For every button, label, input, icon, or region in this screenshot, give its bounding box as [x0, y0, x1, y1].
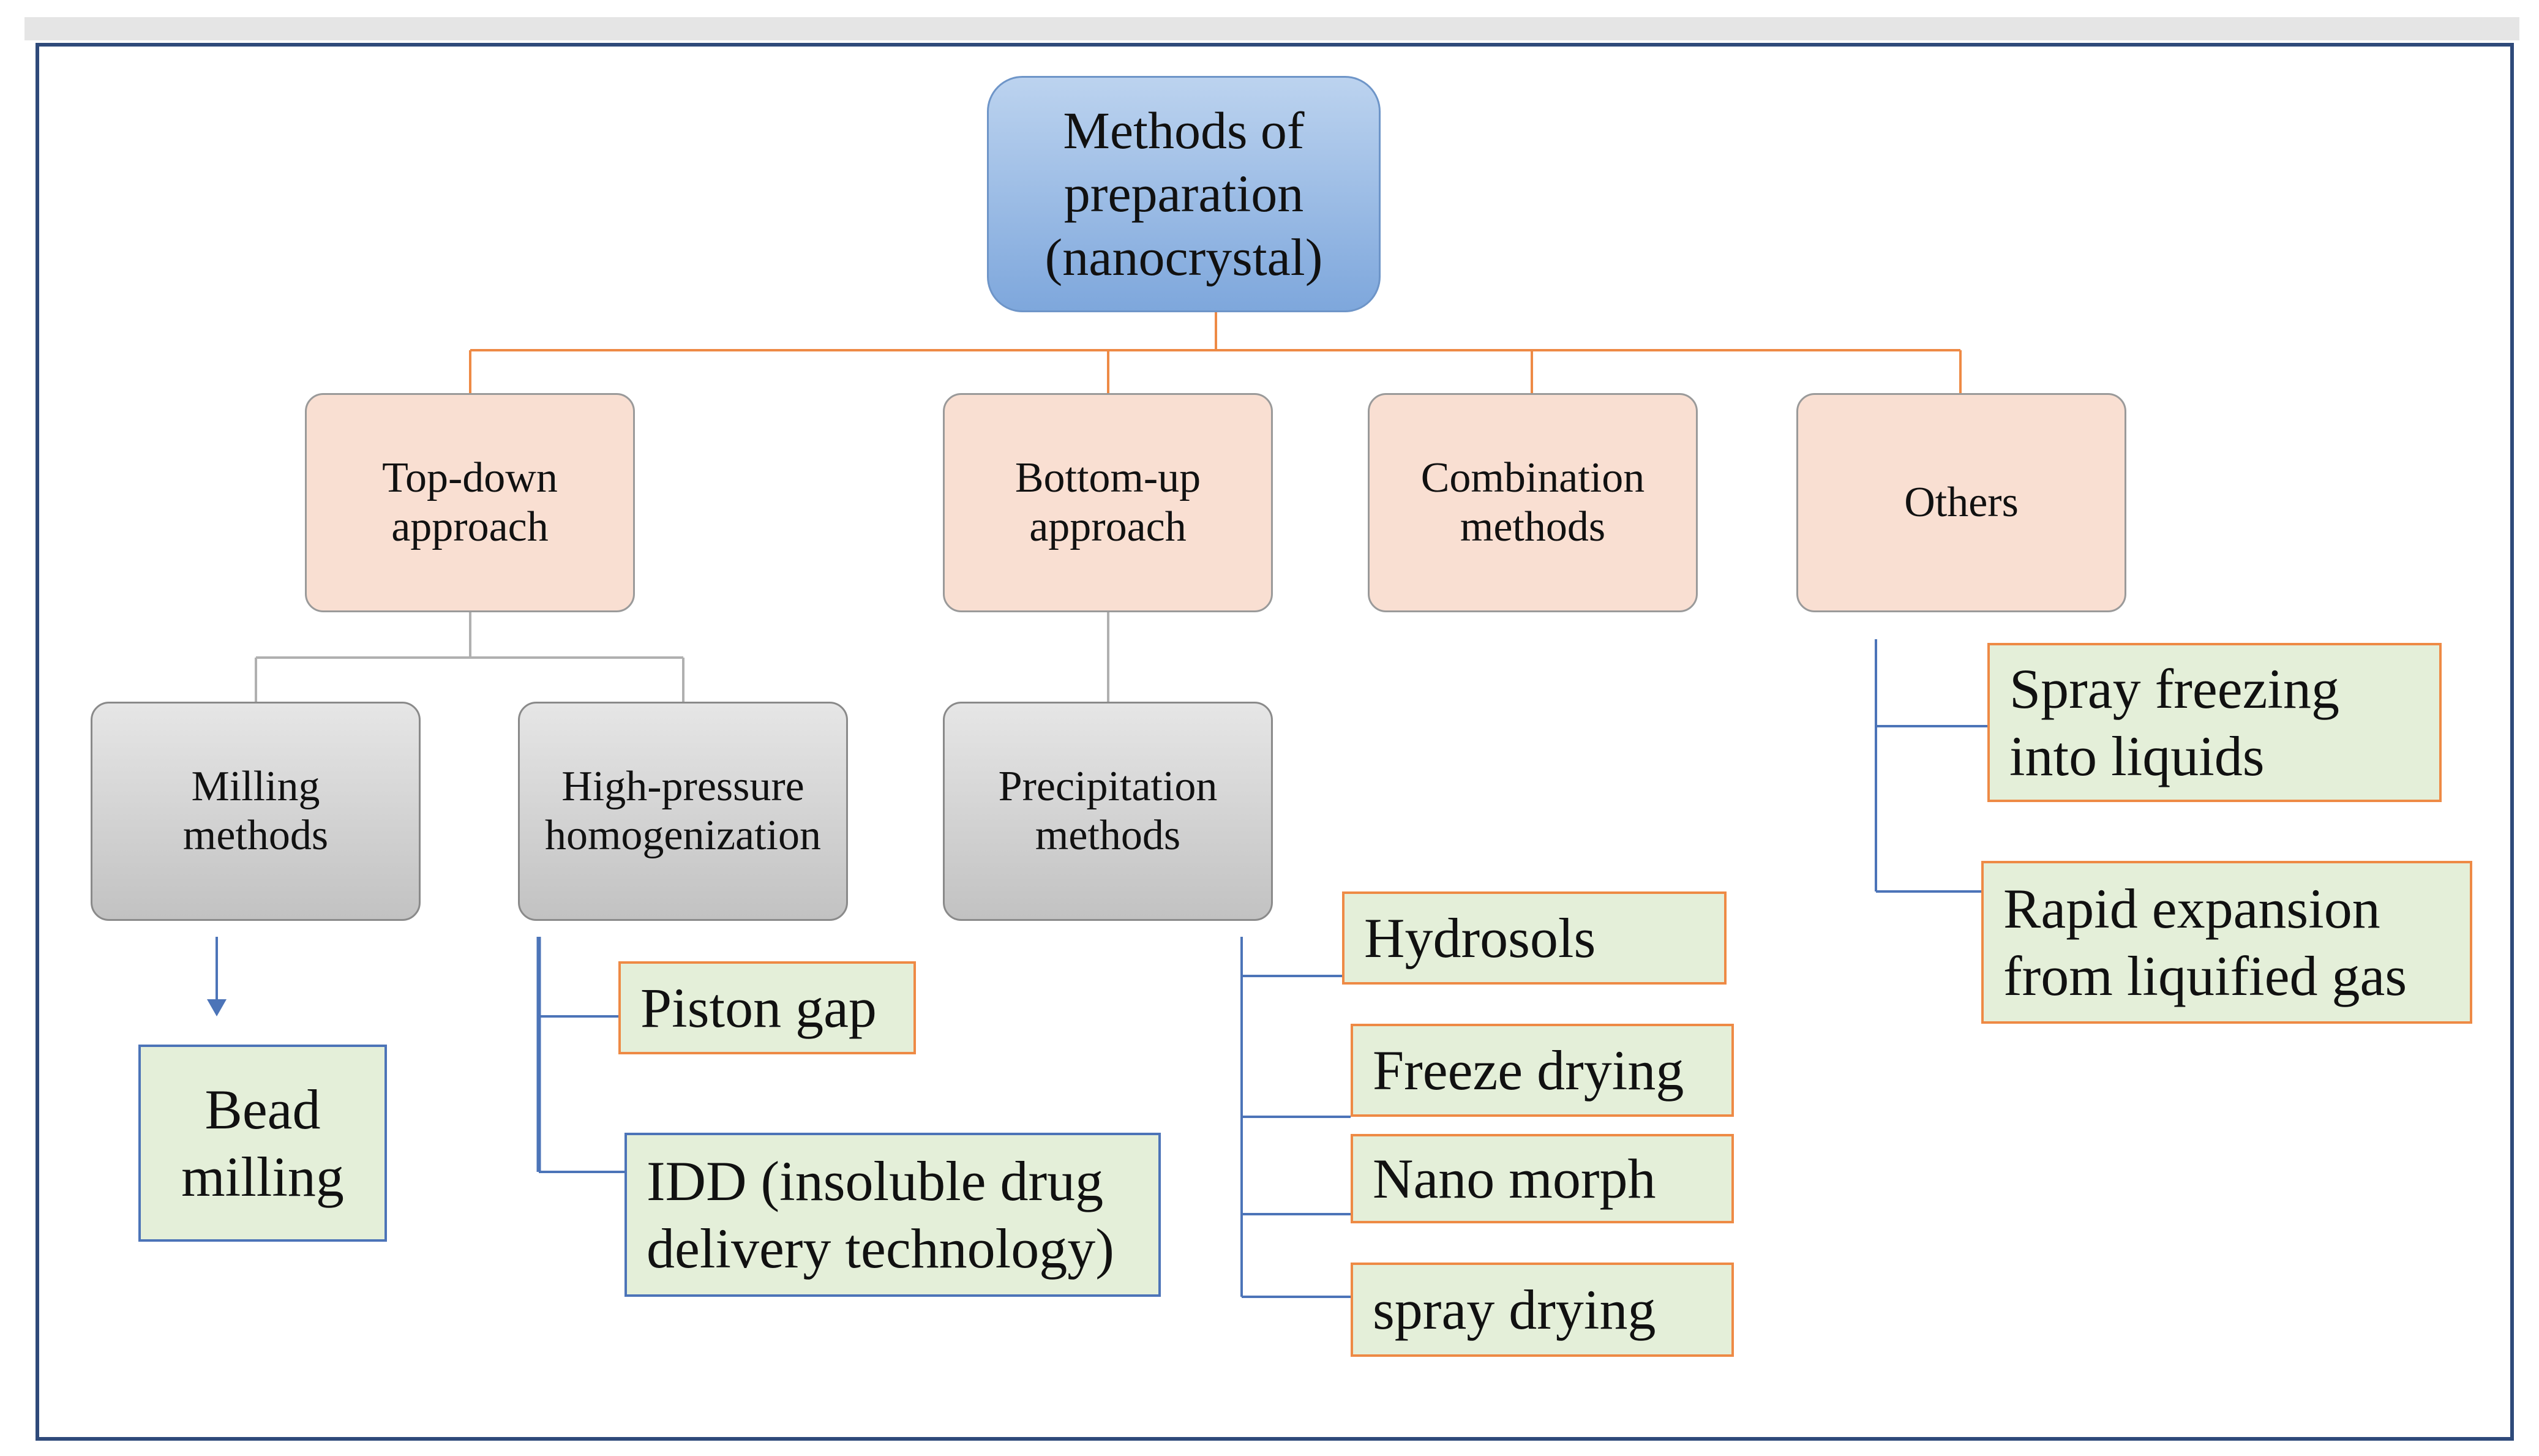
subgroup-node-milling: Milling methods — [91, 702, 421, 921]
diagram-frame — [36, 43, 2514, 1441]
subgroup-node-high-pressure: High-pressure homogenization — [518, 702, 848, 921]
technique-node-hydrosols: Hydrosols — [1342, 891, 1727, 985]
approach-node-top-down: Top-down approach — [305, 393, 635, 612]
technique-node-freeze-drying: Freeze drying — [1351, 1024, 1734, 1117]
top-band — [24, 17, 2519, 40]
technique-node-spray-freezing: Spray freezing into liquids — [1987, 643, 2442, 802]
subgroup-node-precipitation: Precipitation methods — [943, 702, 1273, 921]
approach-node-others: Others — [1796, 393, 2126, 612]
technique-node-idd: IDD (insoluble drug delivery technology) — [624, 1133, 1161, 1297]
approach-node-combination: Combination methods — [1368, 393, 1698, 612]
technique-node-nano-morph: Nano morph — [1351, 1134, 1734, 1223]
technique-node-rapid-expansion: Rapid expansion from liquified gas — [1981, 861, 2472, 1024]
technique-node-bead-milling: Bead milling — [138, 1045, 387, 1242]
root-node: Methods of preparation (nanocrystal) — [987, 76, 1381, 312]
technique-node-spray-drying: spray drying — [1351, 1263, 1734, 1357]
technique-node-piston-gap: Piston gap — [618, 961, 916, 1054]
approach-node-bottom-up: Bottom-up approach — [943, 393, 1273, 612]
milling-arrow-head — [207, 999, 227, 1016]
